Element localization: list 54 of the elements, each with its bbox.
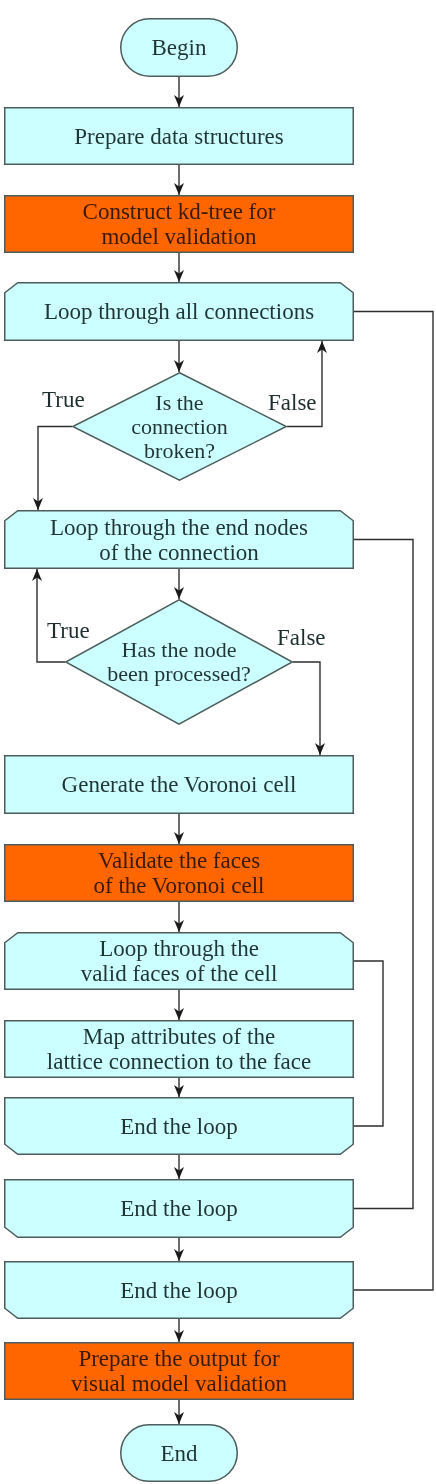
loop-start-box xyxy=(4,282,354,341)
node-label: Is the connection broken? xyxy=(131,390,228,463)
node-label: Generate the Voronoi cell xyxy=(61,772,297,797)
node-label: Construct kd-tree for model validation xyxy=(82,199,276,249)
flow-arrow xyxy=(174,1318,184,1343)
process-box xyxy=(4,195,354,253)
terminal-shape xyxy=(120,18,238,77)
edge-label: False xyxy=(277,626,326,649)
node-label: End the loop xyxy=(120,1277,238,1303)
process-box xyxy=(4,107,354,165)
node-label: Prepare the output for visual model validation xyxy=(71,1346,287,1396)
node-label: End xyxy=(160,1440,198,1466)
loop-end-box xyxy=(4,1261,354,1319)
process-box xyxy=(4,844,354,902)
flow-arrow xyxy=(174,340,184,373)
loop-start-box xyxy=(4,932,354,990)
edge-label: True xyxy=(47,619,90,642)
flow-arrow xyxy=(174,164,184,196)
edge-label: False xyxy=(268,391,317,414)
node-label: Has the node been processed? xyxy=(107,638,251,686)
terminal-shape xyxy=(120,1424,238,1482)
process-box xyxy=(4,1342,354,1400)
process-box xyxy=(4,755,354,814)
connector-line xyxy=(353,310,434,1291)
flow-arrow xyxy=(174,1399,184,1425)
flow-arrow xyxy=(32,568,66,663)
flow-arrow xyxy=(33,425,73,511)
process-box xyxy=(4,1020,354,1078)
node-label: End the loop xyxy=(120,1196,238,1221)
node-label: Loop through all connections xyxy=(43,299,315,324)
node-label: Loop through the valid faces of the cell xyxy=(80,936,278,986)
flow-arrow xyxy=(174,901,184,933)
edge-label: True xyxy=(42,388,85,411)
node-label: Begin xyxy=(151,35,207,60)
node-label: End the loop xyxy=(120,1113,238,1139)
flow-arrow xyxy=(292,661,325,756)
loop-end-box xyxy=(4,1179,354,1238)
flow-arrow xyxy=(174,252,184,283)
flow-arrow xyxy=(174,568,184,600)
connector-line xyxy=(353,960,384,1127)
flow-arrow xyxy=(174,989,184,1021)
flow-arrow xyxy=(174,813,184,845)
loop-end-box xyxy=(4,1097,354,1155)
flow-arrow xyxy=(174,1237,184,1262)
flow-arrow xyxy=(286,340,327,428)
connector-line xyxy=(353,538,414,1210)
node-label: Loop through the end nodes of the connection xyxy=(49,514,309,565)
flow-arrow xyxy=(174,1154,184,1180)
loop-start-box xyxy=(4,510,354,569)
node-label: Validate the faces of the Voronoi cell xyxy=(93,848,265,898)
node-label: Prepare data structures xyxy=(74,123,284,149)
flow-arrow xyxy=(174,76,184,108)
node-label: Map attributes of the lattice connection to the face xyxy=(46,1024,312,1074)
flow-arrow xyxy=(174,1077,184,1098)
